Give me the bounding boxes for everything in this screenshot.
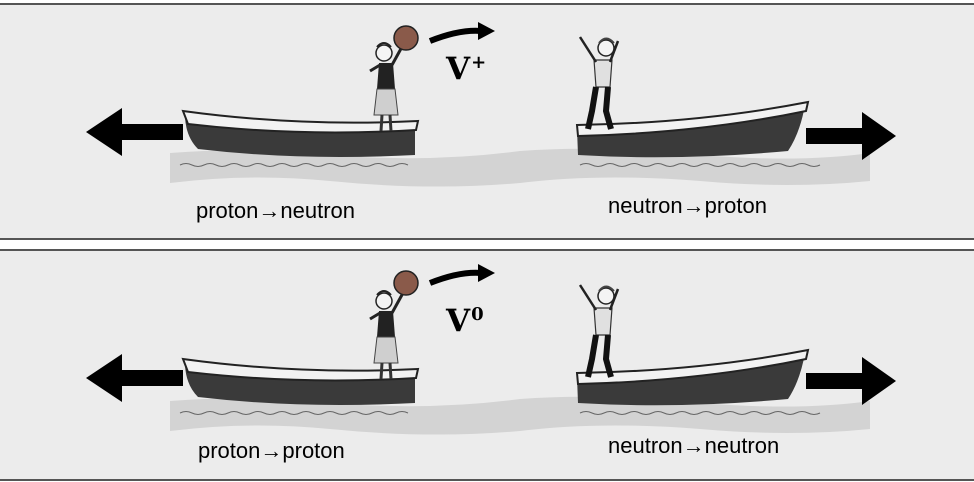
- left-boat-label: proton→proton: [198, 438, 345, 463]
- right-arrow-icon: [806, 357, 896, 405]
- thrower-person: [368, 289, 405, 381]
- boson-label-neutral: V0: [446, 303, 484, 339]
- top-panel: V+ proton→neutron neutron→proton: [0, 3, 974, 240]
- top-illustration: [86, 22, 896, 188]
- left-boat-label: proton→neutron: [196, 198, 355, 223]
- right-boat-label: neutron→neutron: [608, 433, 780, 458]
- catcher-person: [580, 285, 618, 377]
- right-boat: [576, 349, 809, 407]
- ball-icon: [393, 25, 419, 51]
- bottom-illustration: [86, 264, 896, 436]
- bottom-panel: V0 proton→proton neutron→neutron: [0, 249, 974, 481]
- thrower-person: [368, 41, 405, 133]
- boson-label-charged: V+: [446, 51, 487, 87]
- right-boat: [576, 101, 809, 159]
- curved-arrow-icon: [428, 264, 495, 286]
- right-arrow-icon: [806, 112, 896, 160]
- catcher-person: [580, 37, 618, 129]
- curved-arrow-icon: [428, 22, 495, 44]
- left-arrow-icon: [86, 354, 183, 402]
- left-arrow-icon: [86, 108, 183, 156]
- right-boat-label: neutron→proton: [608, 193, 767, 218]
- ball-icon: [393, 270, 419, 296]
